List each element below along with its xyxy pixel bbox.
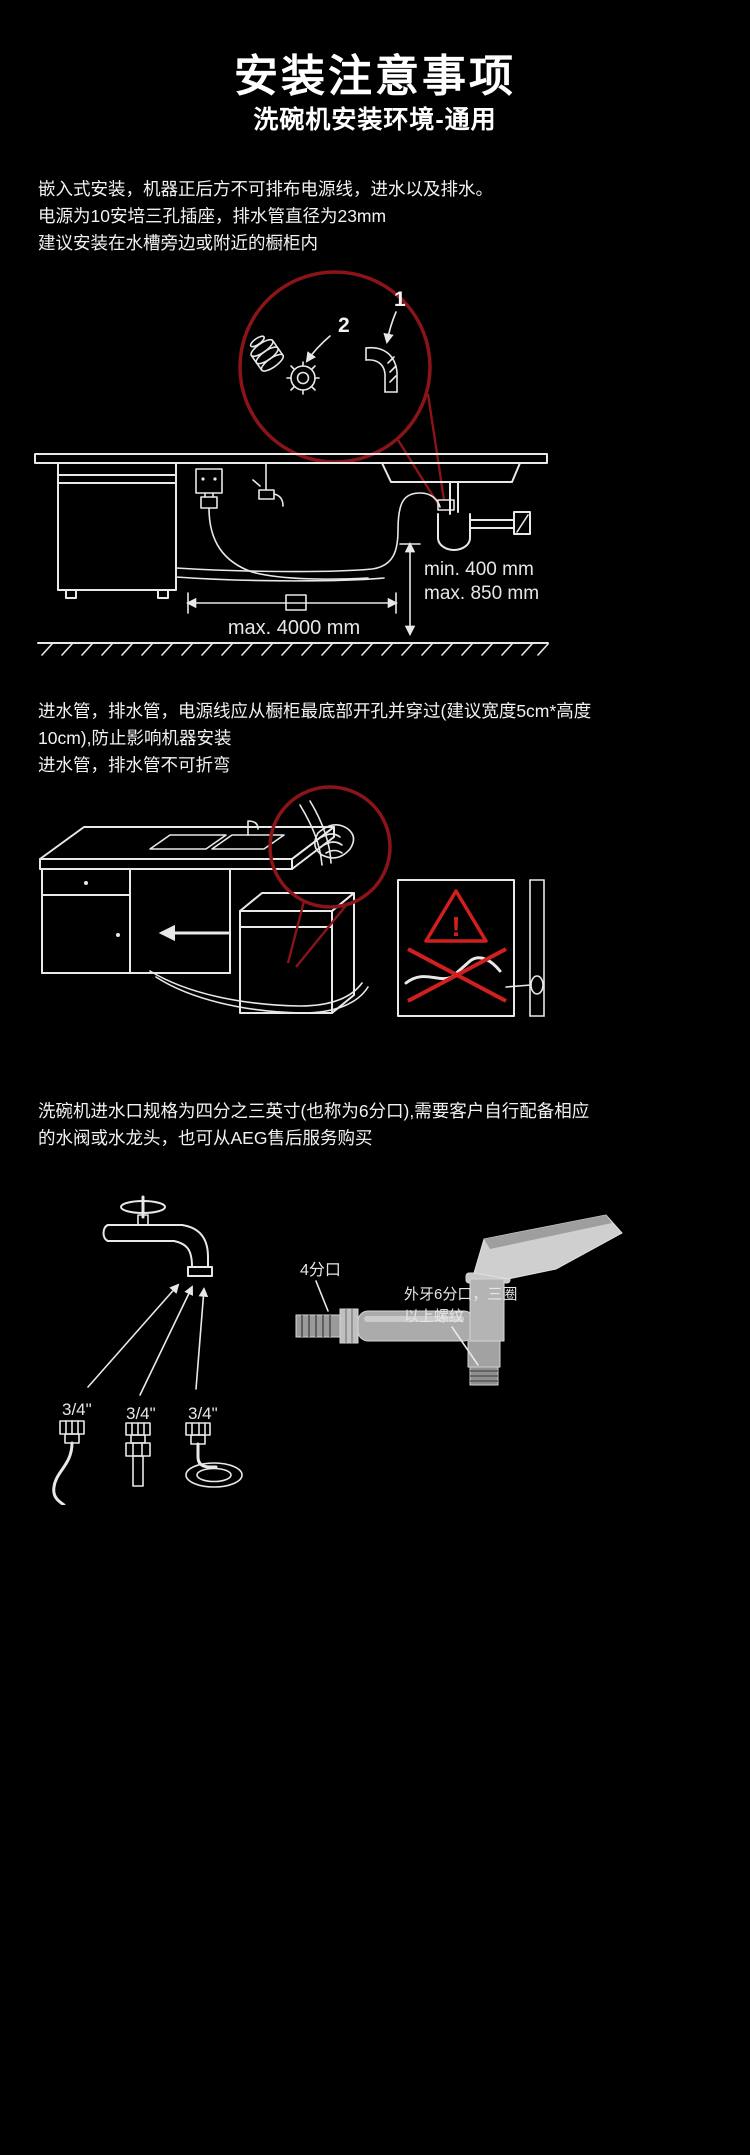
note-line: 10cm),防止影响机器安装	[38, 728, 232, 748]
hoses	[175, 492, 441, 582]
hand-magnifier	[268, 785, 392, 968]
faucet-drawing	[102, 1195, 213, 1277]
max-length-label: max. 4000 mm	[228, 617, 360, 639]
cabinet-panel-edge	[505, 879, 545, 1017]
hose-size-label: 3/4"	[188, 1404, 218, 1423]
warning-exclamation: !	[451, 911, 460, 942]
tap-outlet	[467, 1340, 501, 1368]
note-line: 嵌入式安装，机器正后方不可排布电源线，进水以及排水。	[38, 179, 493, 199]
embedded-install-note: 嵌入式安装，机器正后方不可排布电源线，进水以及排水。 电源为10安培三孔插座，排…	[38, 176, 714, 257]
note-line: 电源为10安培三孔插座，排水管直径为23mm	[38, 206, 387, 226]
hose-connector-option-2	[125, 1422, 151, 1487]
cabinet-hose-routing-diagram: !	[39, 785, 545, 1017]
ground-hatch	[37, 642, 549, 656]
corrugated-hose-end-icon	[249, 335, 285, 372]
arrow-icon	[87, 1283, 180, 1388]
locking-ring-icon	[286, 361, 320, 395]
dishwasher-sliding-in	[158, 892, 355, 1014]
counter-scene: min. 400 mm max. 850 mm max. 4000 mm	[34, 453, 549, 656]
max-height-label: max. 850 mm	[424, 583, 539, 604]
tap-neck	[469, 1278, 505, 1342]
dishwasher-drawing	[57, 462, 177, 599]
min-height-label: min. 400 mm	[424, 559, 534, 580]
hose-size-label: 3/4"	[62, 1400, 92, 1419]
page-title: 安装注意事项	[234, 52, 516, 101]
cabinet-drawing	[39, 820, 335, 974]
chrome-tap-drawing: 4分口 外牙6分口，三圈 以上螺纹	[295, 1214, 623, 1386]
page-subtitle: 洗碗机安装环境-通用	[253, 106, 497, 134]
hose-connector-option-3	[185, 1422, 243, 1488]
height-dimension: min. 400 mm max. 850 mm	[399, 541, 539, 637]
hose-size-label: 3/4"	[126, 1404, 156, 1423]
inlet-size-label: 4分口	[300, 1261, 341, 1279]
note-line: 的水阀或水龙头，也可从AEG售后服务购买	[38, 1128, 373, 1148]
hose-connection-magnifier: 2 1	[238, 270, 446, 505]
note-line: 洗碗机进水口规格为四分之三英寸(也称为6分口),需要客户自行配备相应	[38, 1101, 590, 1121]
adapter-arrows	[87, 1283, 209, 1396]
countertop	[34, 453, 548, 464]
elbow-connector-icon	[365, 346, 398, 393]
hand-holding-hoses-icon	[299, 800, 355, 866]
power-outlet-icon	[195, 468, 369, 580]
hose-connector-option-1	[52, 1420, 85, 1505]
outlet-thread-label-line1: 外牙6分口，三圈	[404, 1286, 517, 1303]
water-inlet-note: 洗碗机进水口规格为四分之三英寸(也称为6分口),需要客户自行配备相应 的水阀或水…	[38, 1098, 714, 1152]
hose-routing-note: 进水管，排水管，电源线应从橱柜最底部开孔并穿过(建议宽度5cm*高度 10cm)…	[38, 698, 714, 779]
step-2-arrow-icon	[305, 335, 331, 363]
arrow-icon	[195, 1287, 209, 1390]
faucet-and-tap-diagram: 3/4" 3/4" 3/4"	[52, 1195, 623, 1505]
note-line: 建议安装在水槽旁边或附近的橱柜内	[38, 233, 318, 253]
arrow-icon	[139, 1285, 193, 1396]
tap-nut	[339, 1308, 359, 1344]
note-line: 进水管，排水管，电源线应从橱柜最底部开孔并穿过(建议宽度5cm*高度	[38, 701, 592, 721]
step-2-label: 2	[338, 314, 350, 337]
no-kink-warning-panel: !	[397, 879, 545, 1017]
routed-hoses	[149, 970, 369, 1014]
cross-out-icon	[407, 947, 507, 1003]
warning-triangle-icon	[424, 889, 488, 943]
kinked-hose-icon	[404, 956, 502, 985]
under-counter-installation-diagram: 2 1	[34, 270, 549, 656]
water-valve-icon	[252, 462, 284, 507]
step-1-label: 1	[394, 288, 406, 311]
step-1-arrow-icon	[383, 311, 397, 345]
outlet-thread-label-line2: 以上螺纹	[404, 1308, 464, 1325]
note-line: 进水管，排水管不可折弯	[38, 755, 231, 775]
sink-and-trap	[381, 462, 531, 551]
length-dimension: max. 4000 mm	[185, 592, 399, 639]
